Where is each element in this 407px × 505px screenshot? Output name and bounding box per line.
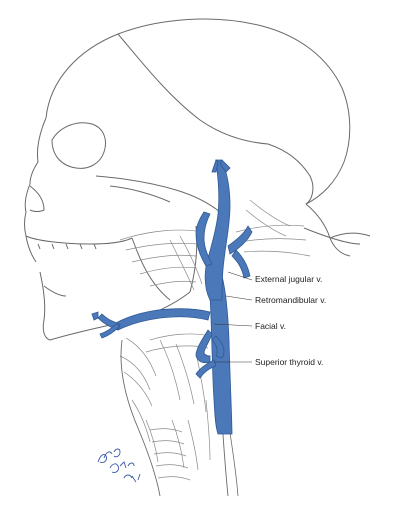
- label-retromandibular: Retromandibular v.: [255, 295, 327, 305]
- facial-vein: [113, 308, 211, 331]
- label-superior-thyroid: Superior thyroid v.: [255, 357, 324, 367]
- label-facial: Facial v.: [255, 321, 287, 331]
- artist-signature: [97, 448, 141, 483]
- vein-system: [91, 159, 253, 435]
- skull-outline: [24, 18, 371, 341]
- neck-muscles: [119, 199, 311, 497]
- retromandibular-vein: [195, 211, 213, 267]
- external-jugular-vein: [204, 159, 231, 301]
- superior-thyroid-vein: [195, 359, 217, 379]
- leader-lines: [213, 271, 253, 363]
- label-external-jugular: External jugular v.: [255, 274, 323, 284]
